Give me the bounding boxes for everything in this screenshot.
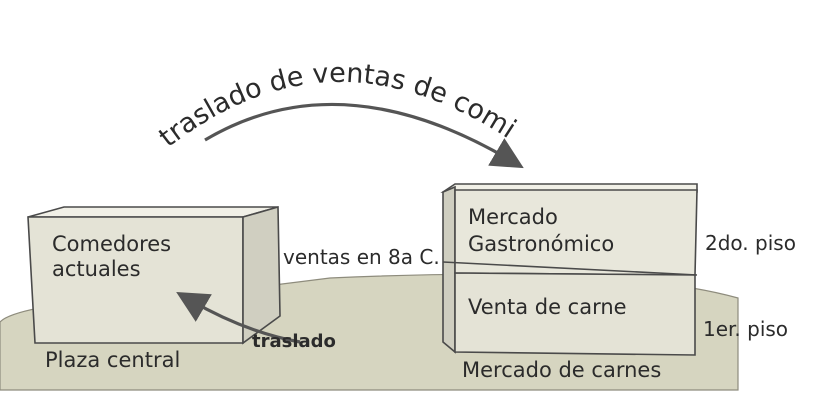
- left-block-title-line2: actuales: [52, 257, 141, 281]
- right-block-side: [442, 185, 456, 354]
- left-block-title-line1: Comedores: [52, 232, 172, 256]
- transfer-label: traslado: [252, 331, 336, 352]
- left-block-top: [27, 206, 279, 218]
- upper-floor-line2: Gastronómico: [468, 232, 615, 256]
- arc-label: traslado de ventas de comida: [0, 0, 521, 153]
- arc-label-path: traslado de ventas de comida: [0, 0, 521, 153]
- first-floor-label: 1er. piso: [703, 317, 789, 341]
- plaza-central-label: Plaza central: [45, 348, 181, 372]
- transfer-arc-arrow: [204, 102, 524, 169]
- local-transfer-arrow: [176, 291, 301, 344]
- lower-floor-label: Venta de carne: [468, 295, 627, 319]
- floor-divider: [442, 261, 698, 276]
- upper-floor-line1: Mercado: [468, 205, 558, 229]
- right-block-lower-floor: [454, 272, 696, 356]
- second-floor-label: 2do. piso: [703, 231, 798, 255]
- street-sales-label: ventas en 8a C.: [281, 245, 442, 269]
- left-block-side: [242, 205, 281, 345]
- mercado-carnes-label: Mercado de carnes: [462, 358, 662, 382]
- right-block: [440, 183, 698, 356]
